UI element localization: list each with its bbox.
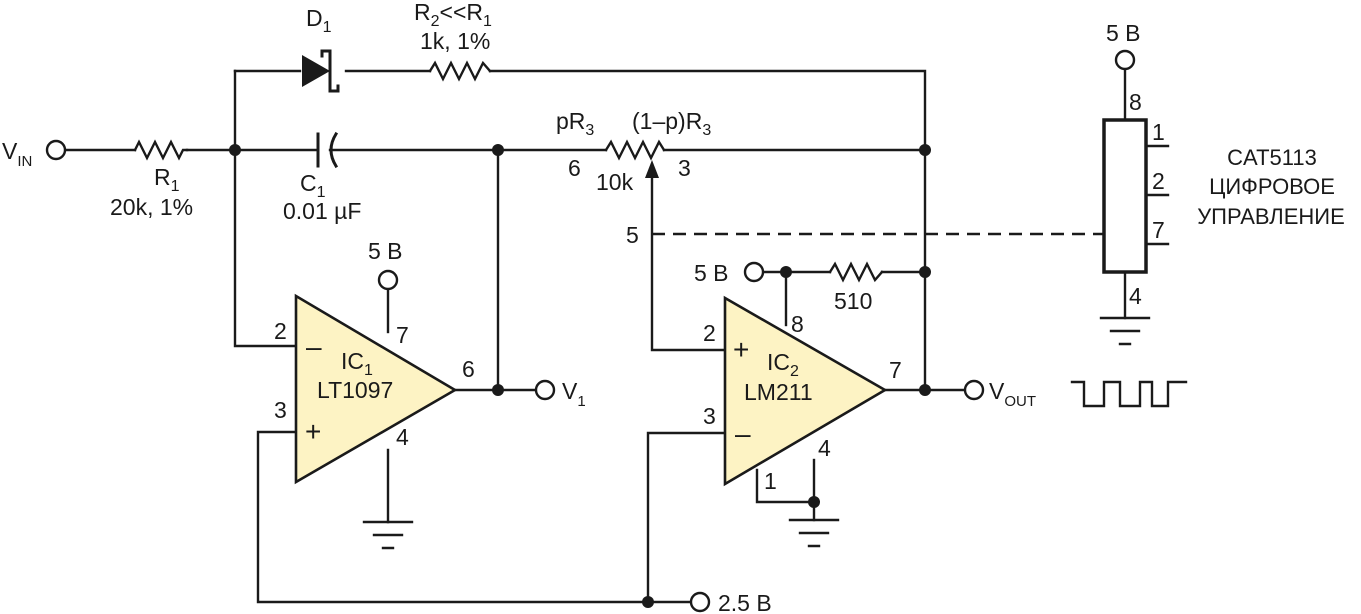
ground-icon: [788, 518, 840, 548]
chip-pin-1: 1: [1152, 119, 1165, 145]
vout-terminal: [963, 379, 985, 401]
ic1-pin-7: 7: [396, 322, 409, 348]
c1-value: 0.01 µF: [283, 198, 361, 224]
v1-terminal: [534, 379, 556, 401]
resistor-510: [828, 261, 884, 283]
capacitor-c1: [316, 131, 339, 169]
ic1-pin-2: 2: [274, 318, 287, 344]
ic2-5v-terminal: [743, 261, 765, 283]
potentiometer-r3: [604, 139, 666, 161]
ic2-supply-label: 5 В: [694, 260, 729, 286]
resistor-r1: [133, 139, 189, 161]
ic1-pin-4: 4: [396, 424, 409, 450]
ic2-pin-3: 3: [703, 403, 716, 429]
ic2-name: IC2: [767, 349, 799, 380]
r2-value: 1k, 1%: [420, 28, 490, 54]
r1-value: 20k, 1%: [110, 194, 193, 220]
chip-pin-4: 4: [1129, 283, 1142, 309]
chip-pin-7: 7: [1152, 217, 1165, 243]
ic1-pin-6: 6: [462, 356, 475, 382]
chip-desc-line-2: УПРАВЛЕНИЕ: [1197, 204, 1345, 229]
ic2-pin-7: 7: [889, 357, 902, 383]
digital-pot-chip: [1102, 118, 1148, 274]
vin-label: VIN: [2, 138, 32, 170]
ic1-5v-terminal: [377, 269, 399, 291]
c1-label: C1: [300, 170, 326, 201]
pot-pin-3: 3: [678, 155, 691, 181]
r3-complement-label: (1–p)R3: [632, 108, 711, 139]
pot-pin-6: 6: [568, 155, 581, 181]
ic1-minus-sign: –: [306, 331, 322, 362]
ref-2-5v-label: 2.5 В: [718, 590, 772, 614]
r3-value: 10k: [596, 169, 634, 195]
chip-supply-label: 5 В: [1106, 20, 1141, 46]
chip-pin-2: 2: [1152, 168, 1165, 194]
junctions: [229, 144, 931, 608]
chip-pin-8: 8: [1129, 89, 1142, 115]
r1-label: R1: [154, 164, 180, 195]
ic2-part: LM211: [744, 379, 813, 405]
wires: [64, 67, 1170, 604]
ic2-pin-2: 2: [703, 320, 716, 346]
diode-d1: [302, 49, 340, 93]
ref-2-5v-terminal: [689, 591, 711, 613]
ic2-plus-sign: +: [733, 334, 749, 365]
ground-icon: [362, 520, 414, 550]
ic2-pin-8: 8: [791, 311, 804, 337]
r2-label: R2<<R1: [414, 0, 492, 30]
v1-label: V1: [562, 378, 586, 410]
ic2-pin-1: 1: [764, 468, 777, 494]
pr3-label: pR3: [556, 108, 594, 139]
ic2-minus-sign: –: [735, 418, 751, 449]
opamp-ic1: [294, 293, 458, 485]
resistor-r2: [428, 60, 492, 82]
wiper-arrow-icon: [645, 160, 659, 178]
ic1-name: IC1: [341, 348, 373, 379]
chip-part-label: CAT5113: [1227, 145, 1317, 170]
pot-pin-5: 5: [626, 222, 639, 248]
ic1-supply-label: 5 В: [368, 238, 403, 264]
square-wave-icon: [1070, 380, 1188, 408]
vin-terminal: [45, 139, 67, 161]
d1-label: D1: [306, 5, 332, 36]
comparator-ic2: [723, 295, 888, 487]
ic1-plus-sign: +: [305, 416, 321, 447]
ic1-pin-3: 3: [274, 397, 287, 423]
ic2-pin-4: 4: [818, 435, 831, 461]
r510-label: 510: [834, 288, 872, 314]
vout-label: VOUT: [989, 378, 1036, 410]
ground-icon: [1099, 316, 1151, 346]
ic1-part: LT1097: [317, 377, 393, 403]
chip-5v-terminal: [1114, 49, 1136, 71]
chip-desc-line-1: ЦИФРОВОЕ: [1209, 174, 1335, 199]
